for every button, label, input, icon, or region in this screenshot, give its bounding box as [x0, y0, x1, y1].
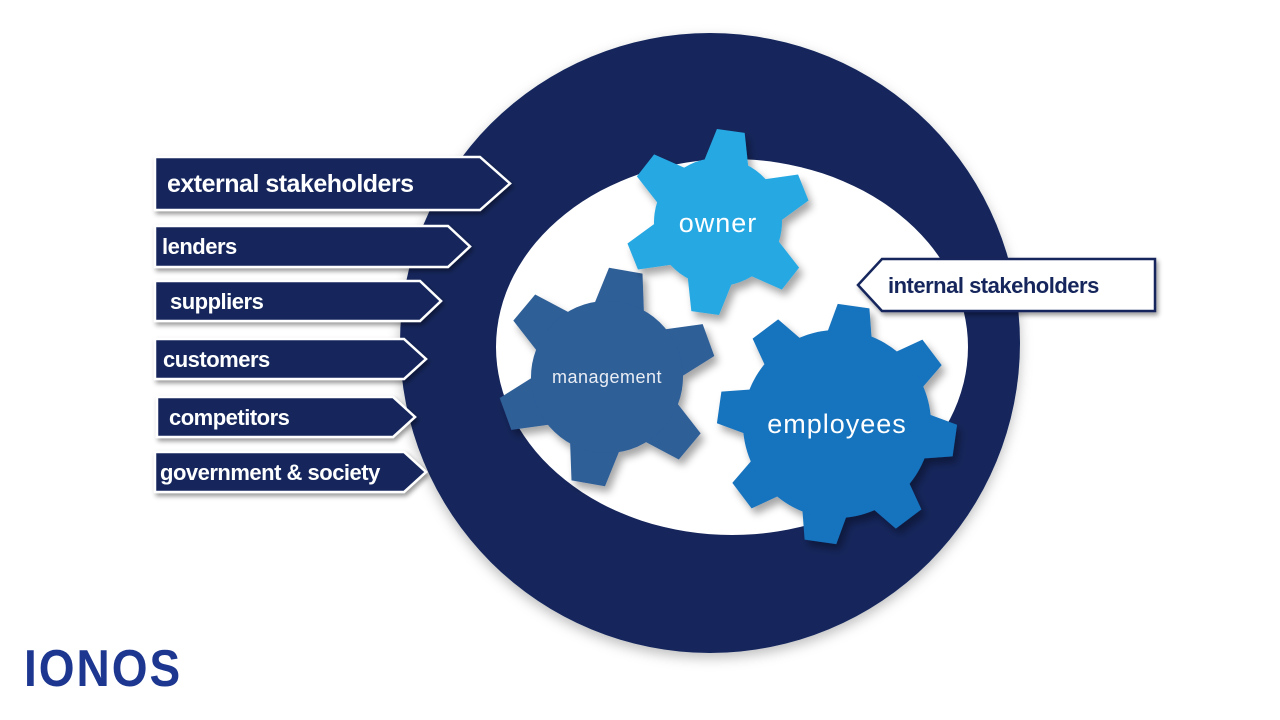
gear-icon	[624, 127, 812, 317]
arrow-shape	[153, 224, 472, 269]
external-arrow-header: external stakeholders	[153, 155, 512, 212]
gear-icon	[496, 266, 718, 488]
gear-management: management	[496, 266, 718, 488]
gear-label-employees: employees	[767, 409, 907, 439]
external-arrow-customers: customers	[153, 337, 428, 381]
external-arrow-suppliers: suppliers	[153, 279, 443, 323]
external-item-label: government & society	[160, 460, 381, 485]
external-item-label: lenders	[162, 234, 237, 259]
gear-label-owner: owner	[679, 208, 758, 238]
external-item-label: suppliers	[170, 289, 264, 314]
arrow-shape	[153, 337, 428, 381]
arrow-shape	[153, 279, 443, 323]
external-item-label: customers	[163, 347, 270, 372]
arrow-shape	[153, 450, 428, 494]
gear-label-management: management	[552, 367, 662, 387]
gear-owner: owner	[624, 127, 812, 317]
external-arrow-competitors: competitors	[155, 395, 417, 439]
external-item-label: competitors	[169, 405, 290, 430]
gear-icon	[715, 302, 959, 546]
arrow-shape	[155, 395, 417, 439]
external-arrow-government-society: government & society	[153, 450, 428, 494]
external-header-label: external stakeholders	[167, 170, 414, 198]
external-arrow-lenders: lenders	[153, 224, 472, 269]
gear-employees: employees	[715, 302, 959, 546]
internal-header-label: internal stakeholders	[888, 273, 1099, 298]
arrow-shape	[856, 257, 1157, 313]
arrow-shape	[153, 155, 512, 212]
internal-stakeholders-sign: internal stakeholders	[856, 257, 1157, 313]
ionos-logo: IONOS	[24, 638, 183, 698]
